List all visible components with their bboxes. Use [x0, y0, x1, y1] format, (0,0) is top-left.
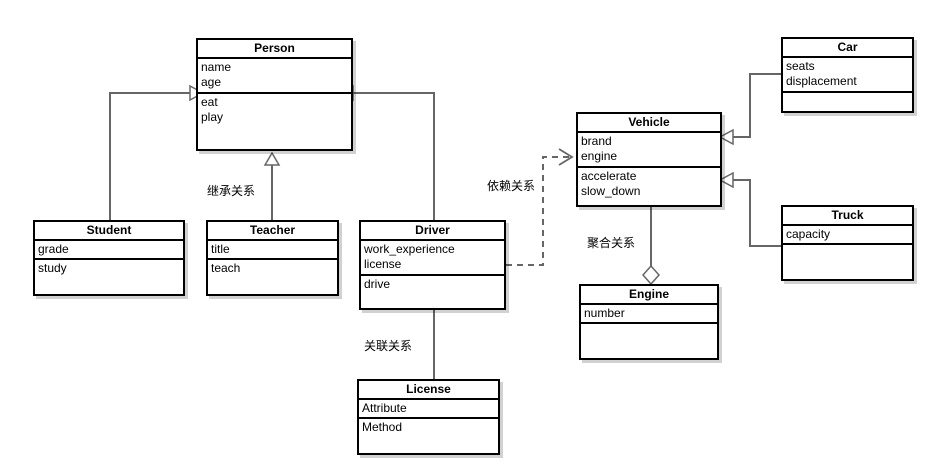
class-title-car: Car — [783, 39, 912, 58]
method-row: study — [38, 261, 67, 275]
class-box-truck[interactable]: Truck capacity — [781, 205, 914, 281]
class-box-driver[interactable]: Driver work_experience license drive — [359, 220, 506, 310]
class-title-truck: Truck — [783, 207, 912, 226]
class-box-teacher[interactable]: Teacher title teach — [206, 220, 339, 296]
attribute-row: age — [201, 75, 222, 89]
edge-car-vehicle — [733, 73, 781, 138]
class-title-engine: Engine — [581, 286, 717, 305]
method-row: play — [201, 110, 224, 124]
label-aggregation: 聚合关系 — [587, 236, 636, 250]
attribute-row: title — [211, 242, 230, 256]
dependency-arrowhead-driver-vehicle — [558, 148, 574, 166]
method-row: accelerate — [581, 169, 637, 183]
attribute-row: number — [584, 306, 625, 320]
attribute-row: displacement — [786, 74, 857, 88]
method-row: drive — [364, 277, 391, 291]
class-attributes-person: name age — [198, 59, 351, 94]
method-row: teach — [211, 261, 241, 275]
attribute-row: seats — [786, 59, 815, 73]
class-attributes-license: Attribute — [359, 400, 498, 419]
class-title-driver: Driver — [361, 222, 504, 241]
class-title-license: License — [359, 381, 498, 400]
attribute-row: license — [364, 257, 402, 271]
attribute-row: grade — [38, 242, 69, 256]
class-attributes-car: seats displacement — [783, 58, 912, 93]
class-attributes-vehicle: brand engine — [578, 133, 720, 168]
edge-truck-vehicle — [733, 179, 781, 247]
edge-student-person — [109, 92, 190, 222]
attribute-row: Attribute — [362, 401, 407, 415]
class-attributes-engine: number — [581, 305, 717, 324]
inheritance-arrowhead-teacher — [263, 151, 281, 166]
class-box-car[interactable]: Car seats displacement — [781, 37, 914, 113]
attribute-row: name — [201, 60, 232, 74]
attribute-row: work_experience — [364, 242, 455, 256]
class-methods-car — [783, 93, 912, 95]
label-inheritance: 继承关系 — [207, 184, 256, 198]
method-row: eat — [201, 95, 218, 109]
class-box-person[interactable]: Person name age eat play — [196, 38, 353, 151]
class-methods-driver: drive — [361, 276, 504, 293]
edge-driver-person — [353, 92, 435, 222]
method-row: Method — [362, 420, 403, 434]
class-methods-license: Method — [359, 419, 498, 436]
class-title-student: Student — [35, 222, 183, 241]
class-title-vehicle: Vehicle — [578, 114, 720, 133]
label-association: 关联关系 — [364, 339, 413, 353]
aggregation-diamond — [641, 264, 661, 286]
class-box-license[interactable]: License Attribute Method — [357, 379, 500, 455]
method-row: slow_down — [581, 184, 641, 198]
class-methods-engine — [581, 324, 717, 326]
attribute-row: brand — [581, 134, 612, 148]
class-methods-person: eat play — [198, 94, 351, 126]
class-box-vehicle[interactable]: Vehicle brand engine accelerate slow_dow… — [576, 112, 722, 207]
class-attributes-driver: work_experience license — [361, 241, 504, 276]
class-title-person: Person — [198, 40, 351, 59]
class-box-engine[interactable]: Engine number — [579, 284, 719, 360]
edge-driver-vehicle — [506, 156, 570, 266]
attribute-row: capacity — [786, 227, 831, 241]
class-methods-vehicle: accelerate slow_down — [578, 168, 720, 200]
class-title-teacher: Teacher — [208, 222, 337, 241]
attribute-row: engine — [581, 149, 618, 163]
class-attributes-student: grade — [35, 241, 183, 260]
class-methods-teacher: teach — [208, 260, 337, 277]
class-box-student[interactable]: Student grade study — [33, 220, 185, 296]
class-attributes-truck: capacity — [783, 226, 912, 245]
label-dependency: 依赖关系 — [487, 179, 536, 193]
class-attributes-teacher: title — [208, 241, 337, 260]
class-methods-truck — [783, 245, 912, 247]
class-methods-student: study — [35, 260, 183, 277]
